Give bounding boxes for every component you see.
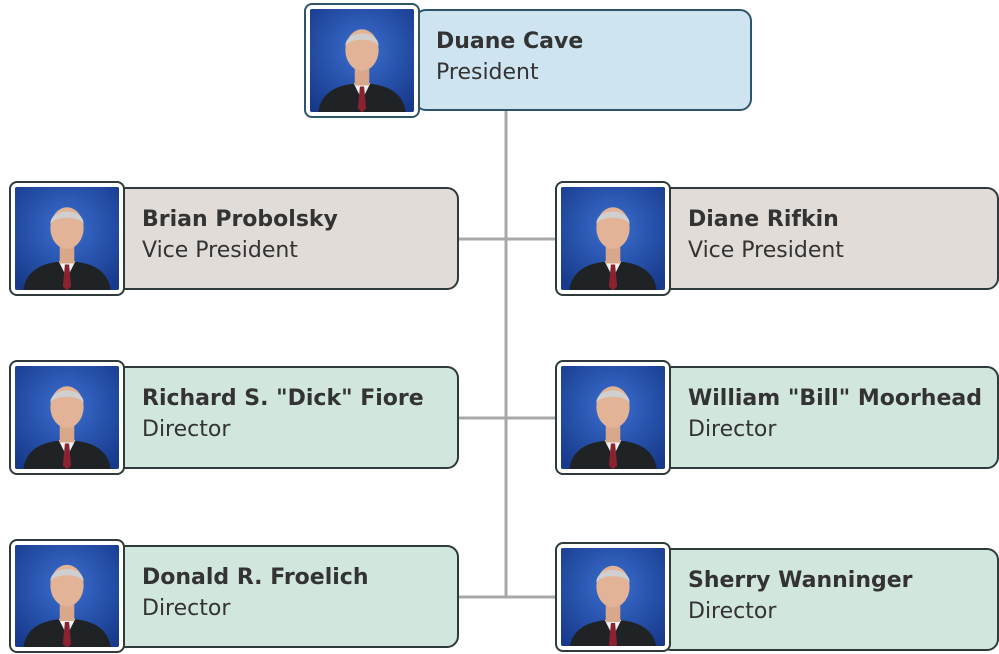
node-text: Donald R. Froelich Director (142, 563, 369, 625)
node-card (659, 366, 999, 469)
person-portrait-icon (561, 366, 665, 469)
person-portrait-icon (15, 545, 119, 647)
person-name: Sherry Wanninger (688, 568, 913, 593)
node-card (113, 187, 459, 290)
node-card (659, 187, 999, 290)
node-text: Duane Cave President (436, 27, 583, 89)
photo-frame (9, 181, 125, 296)
photo-frame (555, 181, 671, 296)
person-portrait-icon (15, 366, 119, 469)
person-name: Duane Cave (436, 29, 584, 54)
person-title: Director (688, 599, 777, 624)
person-portrait-icon (15, 187, 119, 290)
person-portrait-icon (310, 9, 414, 112)
node-text: Sherry Wanninger Director (688, 566, 913, 628)
photo-frame (304, 3, 420, 118)
node-card (113, 366, 459, 469)
person-title: Vice President (142, 238, 298, 263)
person-portrait-icon (561, 548, 665, 646)
person-portrait-icon (561, 187, 665, 290)
node-text: Richard S. "Dick" Fiore Director (142, 384, 424, 446)
node-text: Diane Rifkin Vice President (688, 205, 844, 267)
node-card (659, 548, 999, 651)
person-name: Diane Rifkin (688, 207, 839, 232)
person-title: Vice President (688, 238, 844, 263)
photo-frame (555, 360, 671, 475)
person-name: Brian Probolsky (142, 207, 338, 232)
node-card (414, 9, 752, 111)
photo-frame (9, 360, 125, 475)
person-title: Director (142, 417, 231, 442)
person-name: Richard S. "Dick" Fiore (142, 386, 424, 411)
person-name: William "Bill" Moorhead (688, 386, 982, 411)
photo-frame (555, 542, 671, 652)
person-name: Donald R. Froelich (142, 565, 369, 590)
node-card (113, 545, 459, 648)
node-text: Brian Probolsky Vice President (142, 205, 338, 267)
person-title: President (436, 60, 539, 85)
node-text: William "Bill" Moorhead Director (688, 384, 982, 446)
person-title: Director (142, 596, 231, 621)
photo-frame (9, 539, 125, 653)
person-title: Director (688, 417, 777, 442)
